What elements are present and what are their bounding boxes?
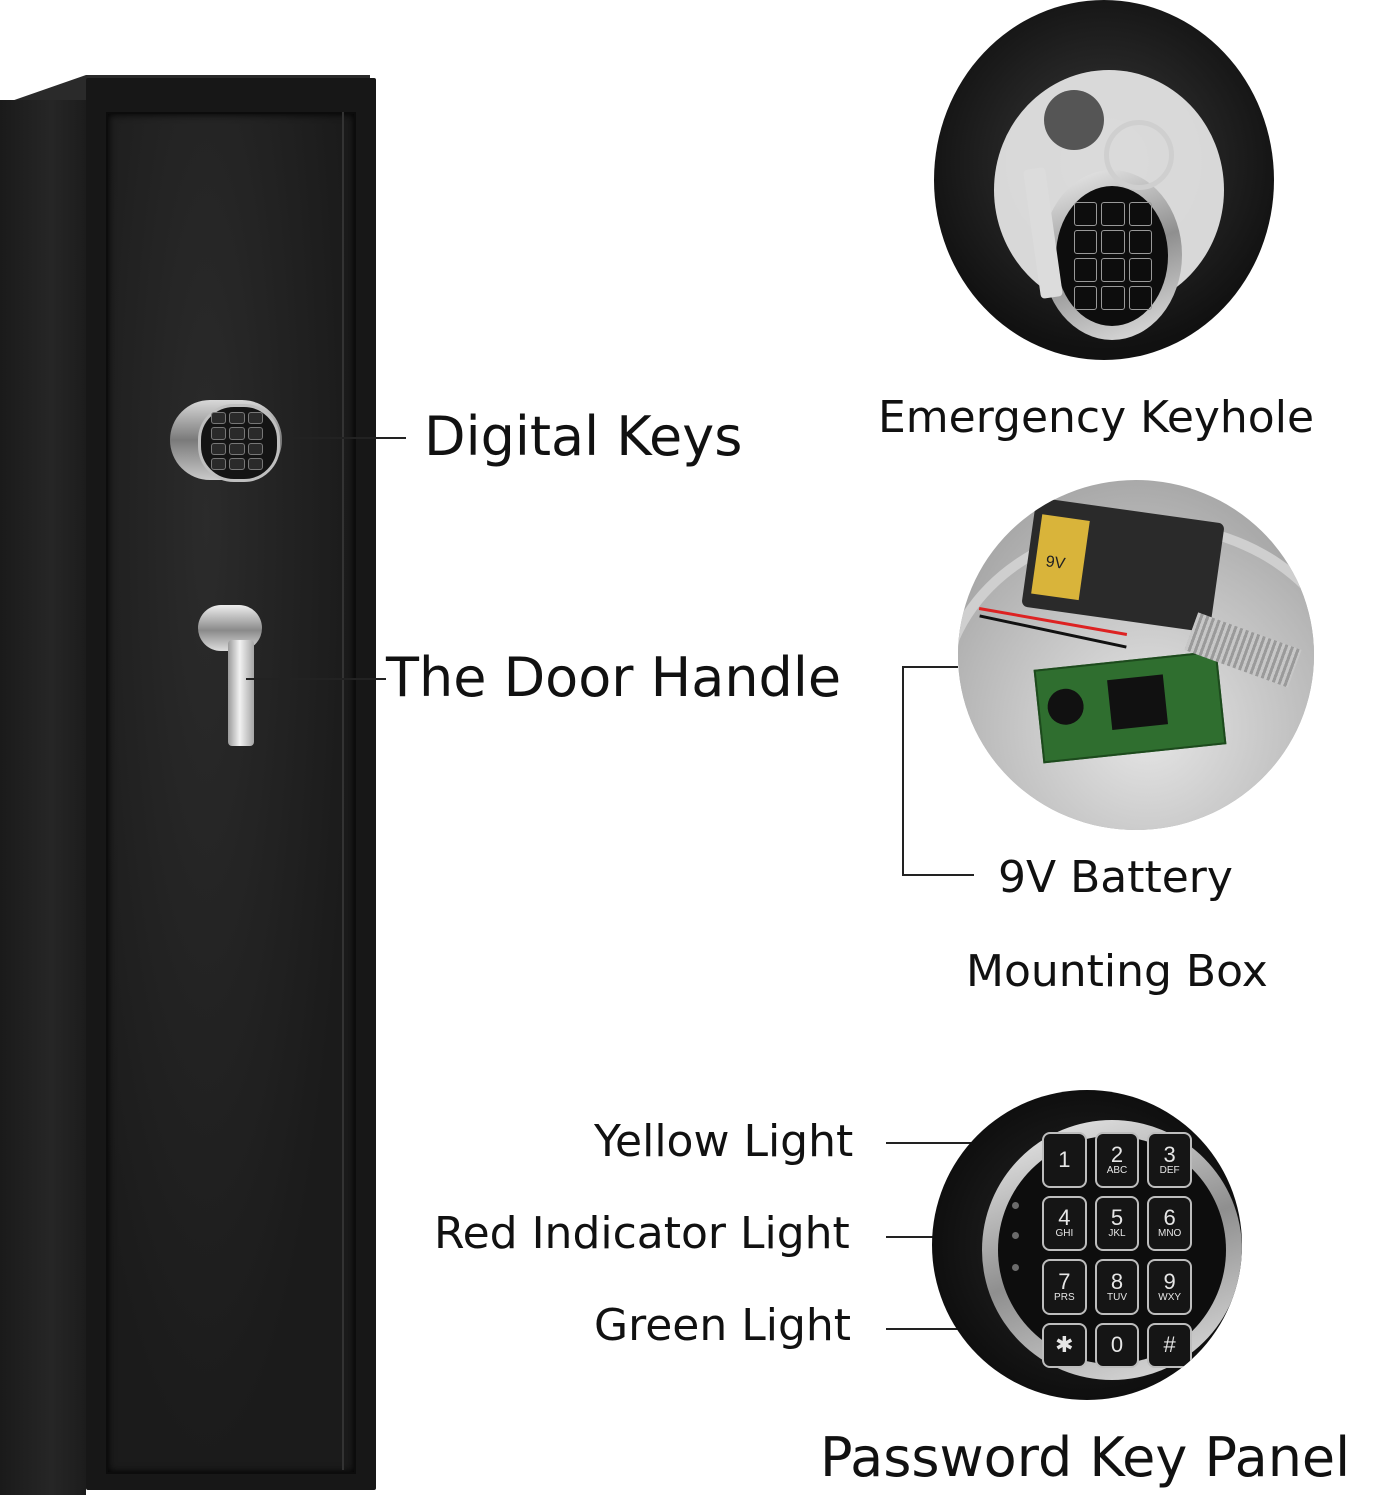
keypad-key-number: 4 <box>1058 1205 1071 1231</box>
keypad-key-number: 9 <box>1163 1268 1176 1294</box>
keypad-key-letters: PRS <box>1054 1291 1075 1303</box>
key-ring-icon <box>1104 120 1174 190</box>
leader-battery-vertical <box>902 666 904 876</box>
keypad-key-number: 7 <box>1058 1268 1071 1294</box>
door-seam <box>342 112 344 1470</box>
yellow-led <box>1012 1202 1019 1209</box>
keypad-key-number: 3 <box>1163 1141 1176 1167</box>
safe-side-panel <box>0 100 86 1495</box>
label-emergency-keyhole: Emergency Keyhole <box>878 392 1315 443</box>
label-9v-battery: 9V Battery <box>998 852 1233 903</box>
keypad-key-letters: MNO <box>1157 1228 1182 1240</box>
label-mounting-box: Mounting Box <box>966 946 1268 997</box>
emergency-keyhole-photo <box>934 0 1274 360</box>
keypad-key-number: 2 <box>1110 1141 1124 1167</box>
safe-keypad-keys <box>211 412 263 470</box>
buzzer <box>1045 686 1086 727</box>
keyhole-icon <box>1044 90 1104 150</box>
keypad-key-#: # <box>1147 1322 1192 1368</box>
battery-text: 9V <box>1044 553 1067 573</box>
keypad-key-number: 8 <box>1110 1268 1124 1294</box>
leader-door-handle <box>246 678 386 680</box>
safe-door-handle <box>228 640 254 746</box>
leader-digital-keys <box>290 437 406 439</box>
leader-yellow-light <box>886 1142 1014 1144</box>
label-door-handle: The Door Handle <box>386 646 842 709</box>
keyhole-keypad-keys <box>1074 202 1152 310</box>
keypad-key-letters: JKL <box>1108 1228 1126 1240</box>
safe-door <box>106 112 356 1474</box>
label-yellow-light: Yellow Light <box>594 1116 854 1167</box>
keypad-key-number: # <box>1163 1332 1176 1358</box>
keypad-key-letters: ABC <box>1106 1164 1128 1176</box>
leader-battery-bottom <box>902 874 974 876</box>
label-green-light: Green Light <box>594 1300 852 1351</box>
chip <box>1107 674 1168 730</box>
keypad-key-letters: GHI <box>1055 1228 1074 1240</box>
keypad-key-✱: ✱ <box>1042 1322 1087 1368</box>
keypad-key-number: 5 <box>1110 1205 1124 1231</box>
red-led <box>1012 1232 1019 1239</box>
keypad-key-number: 1 <box>1058 1146 1071 1172</box>
keypad-key-0: 0 <box>1094 1322 1140 1368</box>
keypad-key-letters: WXY <box>1158 1291 1182 1303</box>
green-led <box>1012 1264 1019 1271</box>
keypad-key-number: 0 <box>1110 1332 1124 1358</box>
leader-battery-top <box>902 666 958 668</box>
keypad-key-number: 6 <box>1163 1205 1176 1231</box>
battery-mounting-box-photo: 9V <box>958 480 1314 830</box>
label-digital-keys: Digital Keys <box>424 405 743 468</box>
keypad-key-1: 1 <box>1042 1132 1087 1188</box>
label-red-indicator-light: Red Indicator Light <box>434 1208 850 1259</box>
label-password-key-panel: Password Key Panel <box>820 1426 1351 1489</box>
circuit-board <box>1033 650 1227 764</box>
keypad-key-number: ✱ <box>1055 1332 1074 1358</box>
keypad-key-letters: DEF <box>1159 1164 1180 1176</box>
leader-green-light <box>886 1328 1014 1330</box>
keypad-key-letters: TUV <box>1106 1291 1127 1303</box>
